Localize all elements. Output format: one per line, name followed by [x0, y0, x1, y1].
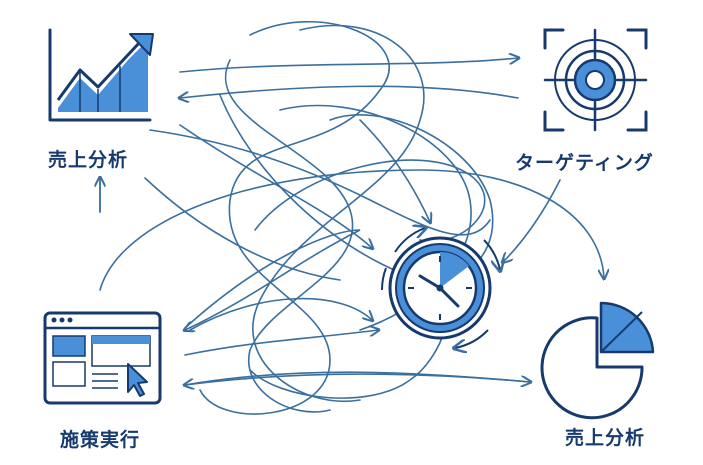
sales-analysis-label-top: 売上分析 — [48, 149, 129, 171]
tangled-arrows — [100, 20, 604, 415]
target-icon — [543, 28, 648, 132]
sales-analysis-label-bottom: 売上分析 — [565, 427, 646, 449]
targeting-label: ターゲティング — [515, 152, 654, 174]
pie-chart-icon — [540, 301, 655, 420]
line-chart-icon — [48, 28, 154, 122]
execution-label: 施策実行 — [60, 429, 141, 451]
browser-window-icon — [43, 311, 162, 405]
clock-icon — [380, 228, 500, 348]
